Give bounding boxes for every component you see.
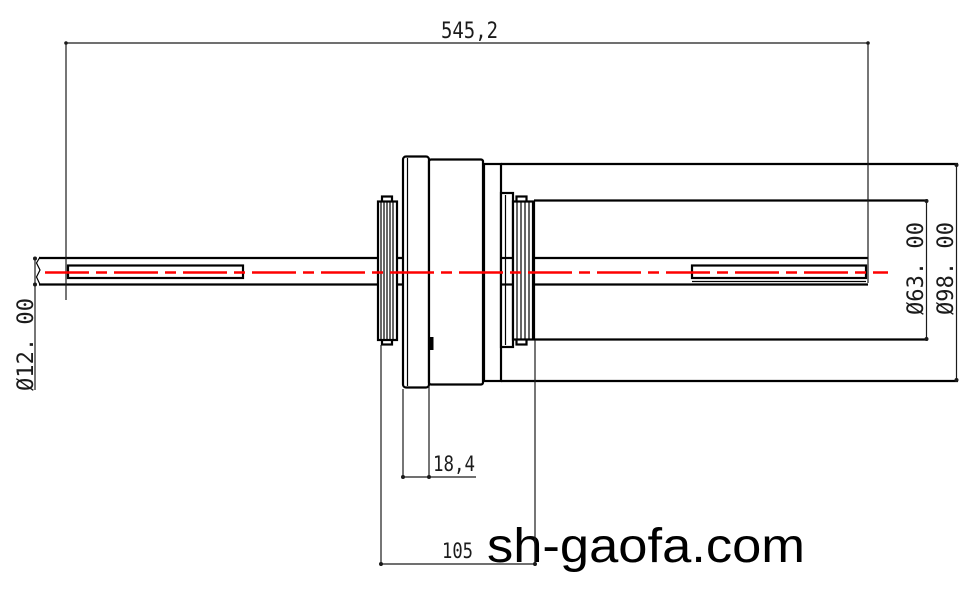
overall-length-label: 545,2 (441, 19, 498, 44)
step-section (499, 191, 515, 349)
flange-diameter-label: Ø98. 00 (934, 222, 959, 315)
dimension-bearing-width: 18,4 (401, 386, 476, 479)
mid-section-label: 105 (442, 539, 473, 563)
housing-notch (429, 337, 434, 350)
motor-body (501, 162, 958, 383)
watermark-text: sh-gaofa.com (487, 520, 805, 573)
shaft-break-line (35, 256, 41, 285)
dimension-shaft-diameter: Ø12. 00 (14, 256, 39, 391)
shaft-diameter-label: Ø12. 00 (14, 298, 39, 391)
body-diameter-label: Ø63. 00 (904, 222, 929, 315)
ribbed-section-right (511, 195, 535, 346)
dimension-overall-length: 545,2 (64, 19, 870, 300)
dimension-mid-section: 105 (379, 340, 537, 566)
dimension-body-diameter: Ø63. 00 (904, 199, 929, 341)
dimension-flange-diameter: Ø98. 00 (934, 163, 959, 382)
ribbed-section-left (376, 195, 399, 346)
bearing-width-label: 18,4 (433, 452, 475, 476)
